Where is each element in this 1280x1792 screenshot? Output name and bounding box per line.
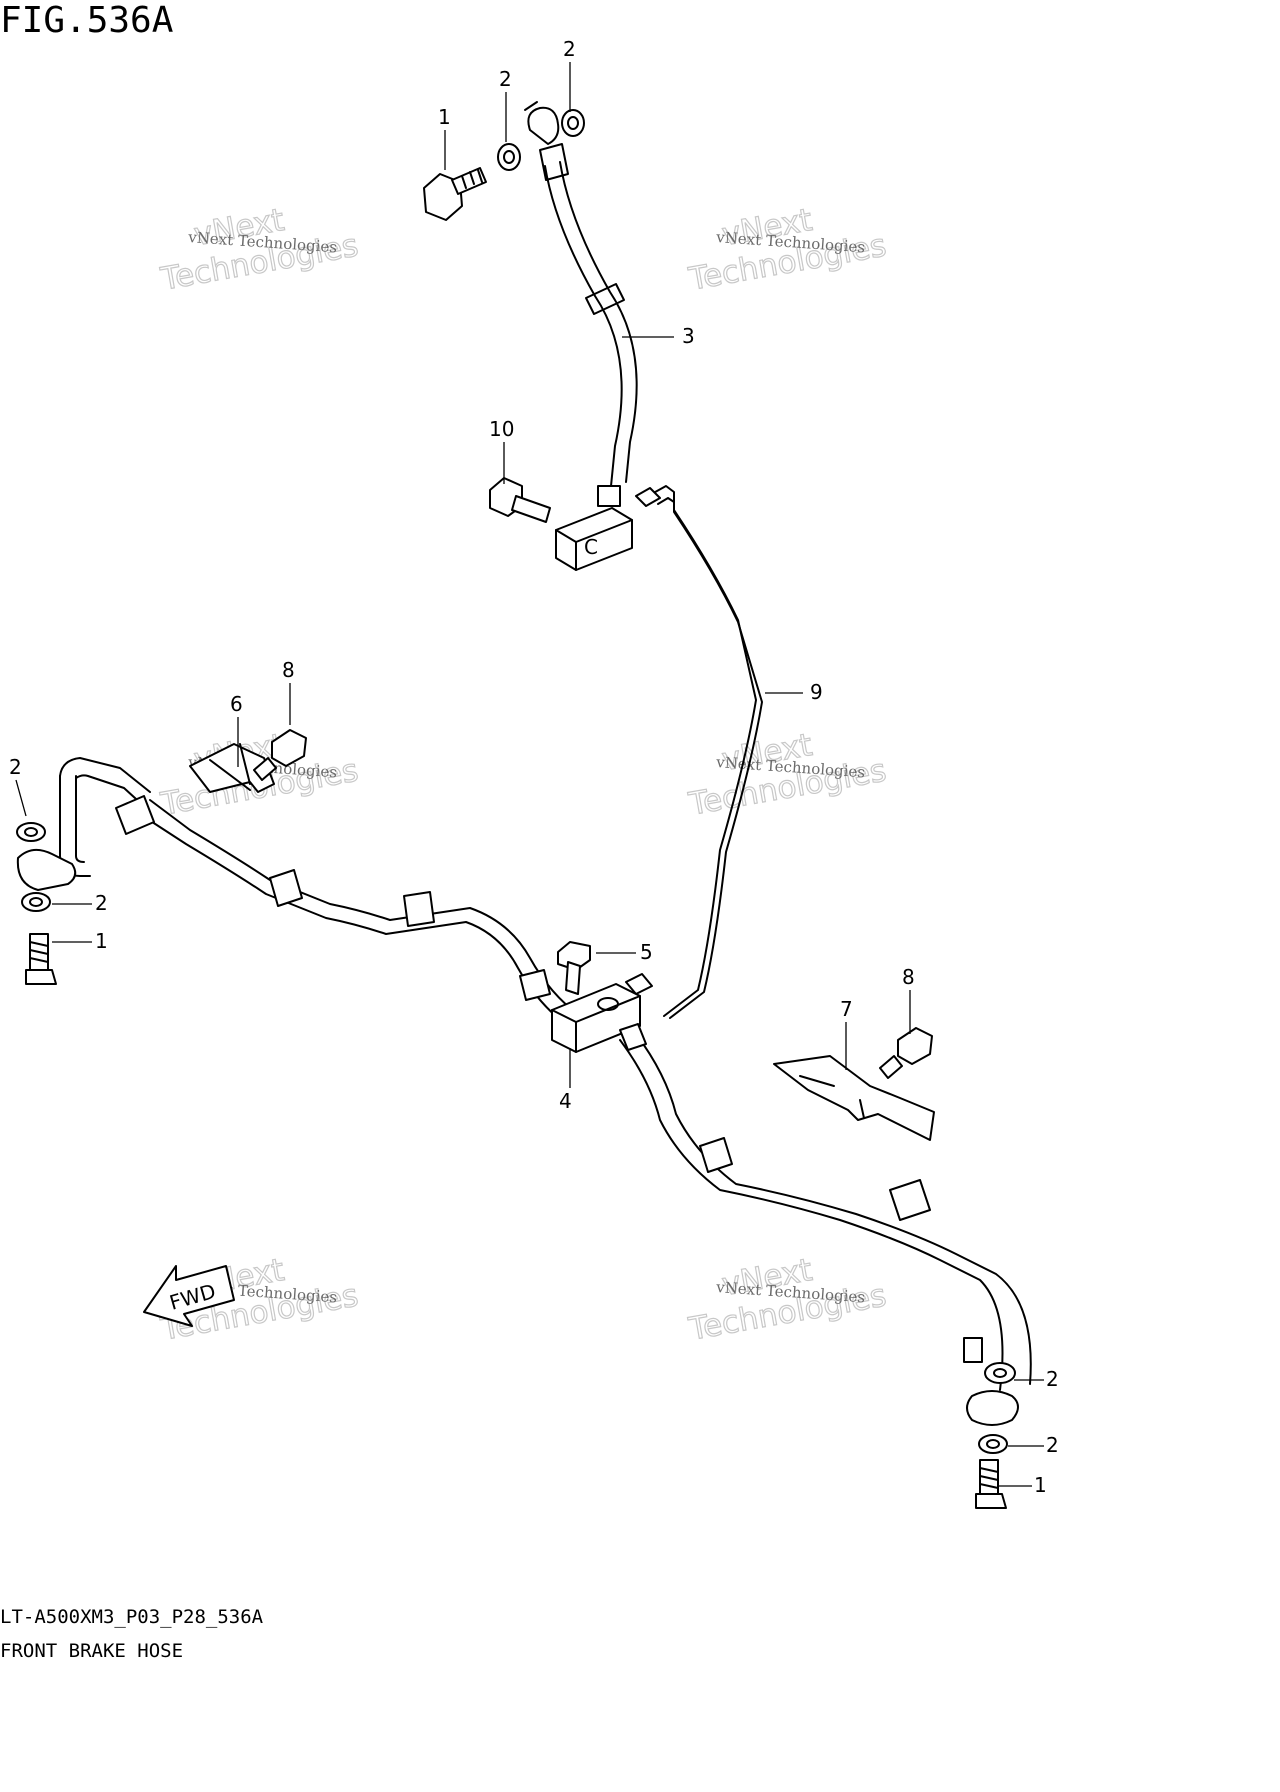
callout-2-left-b: 2 [95,891,108,915]
top-banjo-bolt [423,167,487,221]
central-block-4 [551,983,641,1053]
callout-1-left: 1 [95,929,108,953]
figure-code: LT-A500XM3_P03_P28_536A [0,1606,264,1628]
left-washer-b [21,892,51,912]
left-hose [59,757,581,1027]
right-hose [619,1023,1032,1391]
callout-1-right: 1 [1034,1473,1047,1497]
left-washer-a [16,822,46,842]
callout-5: 5 [640,940,653,964]
fwd-arrow-icon: FWD [143,1265,235,1327]
figure-title: FIG.536A [0,0,174,41]
callout-7: 7 [840,997,853,1021]
watermark-2: vNext Technologies [685,201,890,298]
callout-3: 3 [682,324,695,348]
right-washer-b [978,1434,1008,1454]
upper-block-mark: C [584,535,598,559]
callout-6: 6 [230,692,243,716]
bolt-8-right [879,1027,933,1079]
left-washer-a-hole [24,827,38,837]
top-washer-a [497,143,521,171]
callout-9: 9 [810,680,823,704]
top-washer-b [561,109,585,137]
hose-3 [524,101,638,507]
bolt-8-left [253,729,307,781]
upper-block: C [555,507,633,571]
callout-10: 10 [489,417,514,441]
top-washer-a-hole [503,150,515,164]
callout-2-top-a: 2 [499,67,512,91]
right-washer-a [984,1362,1016,1384]
callout-numbers: 1 2 2 3 10 9 6 8 2 2 1 5 4 7 8 2 2 1 [9,37,1059,1497]
pipe-9 [625,485,763,1019]
left-washer-b-hole [29,897,43,907]
left-banjo-bolt [25,933,57,985]
callout-2-right-a: 2 [1046,1367,1059,1391]
right-banjo [966,1390,1019,1426]
right-washer-b-hole [986,1439,1000,1449]
right-washer-a-hole [993,1368,1007,1378]
callout-2-left-a: 2 [9,755,22,779]
bolt-10 [489,477,551,523]
left-banjo [16,848,77,891]
callout-2-top-b: 2 [563,37,576,61]
callout-1-top: 1 [438,105,451,129]
leader-lines [15,62,1044,1487]
callout-4: 4 [559,1089,572,1113]
clamp-7 [773,1055,935,1141]
clamp-6 [189,743,275,793]
callout-8-left: 8 [282,658,295,682]
figure-caption: FRONT BRAKE HOSE [0,1640,184,1662]
callout-8-right: 8 [902,965,915,989]
top-washer-b-hole [567,116,579,130]
callout-2-right-b: 2 [1046,1433,1059,1457]
right-banjo-bolt [975,1459,1007,1509]
bolt-5 [557,941,591,995]
